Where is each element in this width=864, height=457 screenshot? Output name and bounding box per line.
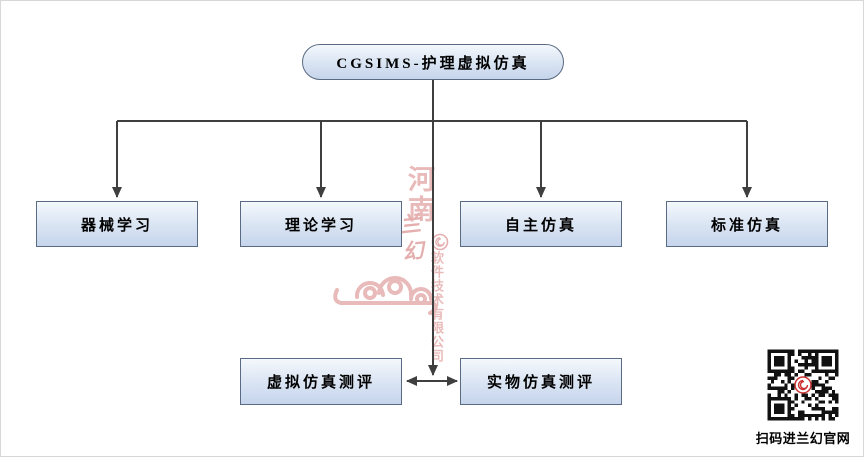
watermark-cloud-icon xyxy=(333,276,438,315)
node-label: 实物仿真测评 xyxy=(486,375,595,391)
node-physical-simulation-assessment: 实物仿真测评 xyxy=(460,358,622,405)
qr-caption: 扫码进兰幻官网 xyxy=(755,431,851,446)
node-instrument-learning: 器械学习 xyxy=(36,201,198,247)
watermark-company-text: 软件技术有限公司 xyxy=(429,251,444,363)
qr-center-logo-icon xyxy=(794,376,812,394)
node-standard-simulation: 标准仿真 xyxy=(666,201,828,247)
watermark-region-text: 河南 xyxy=(404,165,434,225)
node-autonomous-simulation: 自主仿真 xyxy=(460,201,622,247)
node-root: CGSIMS-护理虚拟仿真 xyxy=(302,44,564,80)
node-label: 自主仿真 xyxy=(504,217,577,234)
watermark-logo-icon xyxy=(431,233,449,251)
node-root-label: CGSIMS-护理虚拟仿真 xyxy=(336,55,530,72)
node-label: 器械学习 xyxy=(80,217,153,234)
node-label: 理论学习 xyxy=(284,217,357,234)
qr-code xyxy=(764,346,842,424)
node-theory-learning: 理论学习 xyxy=(240,201,402,247)
qr-modules xyxy=(767,349,839,421)
node-label: 标准仿真 xyxy=(710,217,783,234)
node-virtual-simulation-assessment: 虚拟仿真测评 xyxy=(240,358,402,405)
node-label: 虚拟仿真测评 xyxy=(266,375,375,391)
